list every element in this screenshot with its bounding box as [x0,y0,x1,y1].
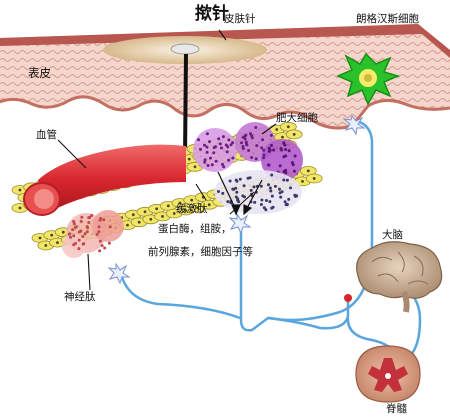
spinal-cord-label: 脊髓 [386,402,407,415]
spinal-cord [355,345,421,403]
mast-cell-3 [261,139,303,181]
neuropeptide-label: 神经肽 [64,290,96,303]
press-needle-label: 皮肤针 [224,12,256,25]
needle-head [170,43,200,55]
neuropeptide-cluster [62,210,124,258]
nerve-end-marker [344,294,352,302]
blood-vessel [23,144,186,216]
epidermis-top [0,24,450,58]
langerhans-label: 朗格汉斯细胞 [356,12,419,25]
brain [356,241,443,313]
title-label: 揿针 [195,3,229,24]
epidermis-label: 表皮 [28,66,51,80]
needle-shaft [183,53,188,159]
mast-cell-label: 肥大细胞 [276,111,318,124]
blood-vessel-label: 血管 [36,128,57,141]
press-needle [103,36,267,159]
nerve-endings [107,114,366,285]
brain-label: 大脑 [382,228,403,241]
bradykinin-label: 缓激肽 [176,202,208,215]
bradykinin-arrows [217,171,263,216]
mast-cells [193,122,303,214]
vessel-body [38,144,186,214]
mediators-line2: 前列腺素，细胞因子等 [148,245,253,258]
mediators-line1: 蛋白酶，组胺， [158,222,232,235]
langerhans-cell [336,52,401,106]
epidermis-edge [0,95,450,130]
